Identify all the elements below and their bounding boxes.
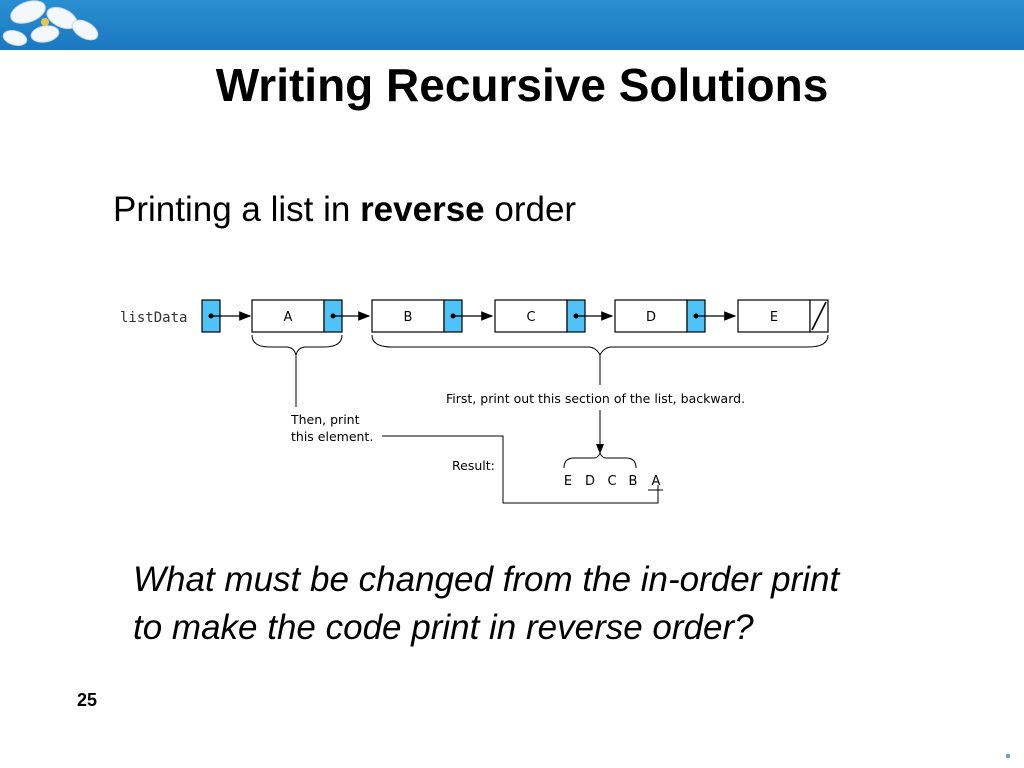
question-line-2: to make the code print in reverse order?	[133, 608, 754, 647]
slide-title: Writing Recursive Solutions	[215, 59, 829, 111]
flower-logo	[2, 0, 99, 46]
node-e-label: E	[770, 310, 778, 325]
result-value: A	[652, 474, 661, 489]
null-pointer-slash	[811, 301, 827, 331]
brace-rest	[371, 334, 829, 357]
then-print-line2: this element.	[291, 429, 373, 444]
node-c: C	[494, 299, 614, 333]
slide-number: 25	[77, 690, 98, 710]
question-line-1: What must be changed from the in-order p…	[133, 560, 840, 599]
brace-result	[563, 451, 637, 469]
subtitle-pre: Printing a list in	[113, 190, 361, 229]
node-b: B	[371, 299, 494, 333]
node-a-label: A	[284, 310, 293, 325]
result-label: Result:	[452, 458, 495, 473]
subtitle-bold: reverse	[360, 190, 485, 229]
brace-a	[251, 334, 343, 356]
result-value: D	[585, 474, 595, 489]
reverse-list-diagram: listData A B C D E Firs	[120, 299, 829, 504]
question-text: What must be changed from the in-order p…	[133, 556, 973, 652]
list-label: listData	[120, 310, 187, 326]
then-print-line1: Then, print	[290, 412, 360, 427]
node-b-label: B	[404, 310, 413, 325]
slide-subtitle: Printing a list in reverse order	[113, 190, 576, 230]
node-a: A	[251, 299, 371, 333]
then-connector	[382, 435, 659, 504]
node-c-label: C	[526, 310, 535, 325]
corner-mark	[1006, 754, 1010, 758]
subtitle-post: order	[484, 190, 577, 229]
rest-caption: First, print out this section of the lis…	[446, 391, 745, 406]
result-value: E	[564, 474, 572, 489]
result-value: B	[629, 474, 638, 489]
result-value: C	[607, 474, 616, 489]
node-d-label: D	[646, 310, 656, 325]
top-banner	[0, 0, 1024, 50]
node-d: D	[614, 299, 737, 333]
node-e: E	[737, 299, 829, 333]
